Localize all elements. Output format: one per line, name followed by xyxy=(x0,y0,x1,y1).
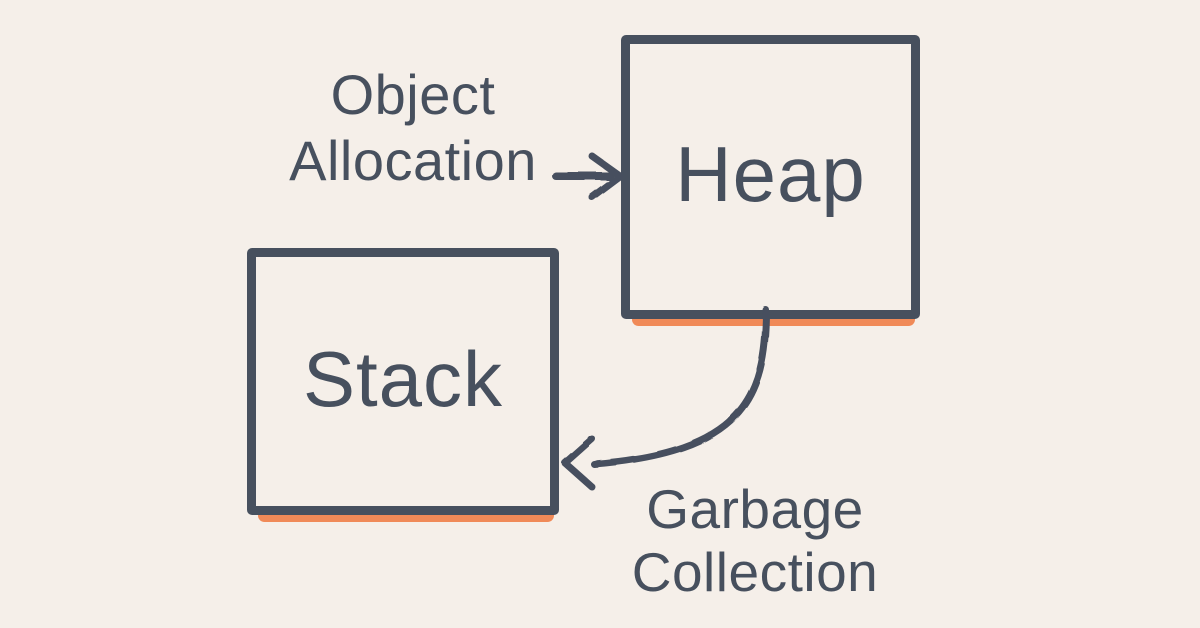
garbage-collection-label: Garbage Collection xyxy=(590,478,920,604)
garbage-collection-arrow-curve xyxy=(590,306,770,468)
stack-box: Stack xyxy=(247,248,559,522)
garbage-collection-arrow-head-icon xyxy=(561,435,596,491)
garbage-collection-label-line1: Garbage xyxy=(646,478,864,540)
object-allocation-arrow-head-icon xyxy=(588,152,624,201)
object-allocation-label-line1: Object xyxy=(330,63,496,126)
heap-label: Heap xyxy=(675,130,866,218)
object-allocation-label: Object Allocation xyxy=(258,62,568,194)
object-allocation-label-line2: Allocation xyxy=(289,129,537,192)
heap-box: Heap xyxy=(621,35,920,326)
garbage-collection-label-line2: Collection xyxy=(631,541,879,603)
stack-label: Stack xyxy=(302,334,504,423)
